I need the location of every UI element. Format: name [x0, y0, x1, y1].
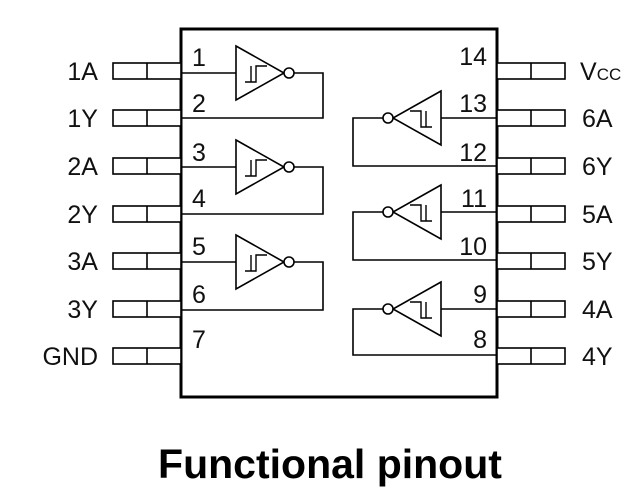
- pin-label-vcc-sub: CC: [597, 65, 622, 84]
- schmitt-trigger-inverter-icon: [382, 280, 442, 338]
- pin-stub-1: [112, 62, 182, 80]
- pin-stub-7: [112, 347, 182, 365]
- pin-number-12: 12: [459, 139, 487, 167]
- pin-number-2: 2: [192, 90, 206, 118]
- schmitt-trigger-inverter-icon: [235, 138, 295, 196]
- pin-number-6: 6: [192, 281, 206, 309]
- pin-number-11: 11: [461, 185, 487, 213]
- pin-number-13: 13: [459, 90, 487, 118]
- pin-label-2a: 2A: [67, 153, 98, 181]
- schmitt-trigger-inverter-icon: [235, 233, 295, 291]
- pin-number-14: 14: [459, 43, 487, 71]
- internal-wiring: [181, 72, 497, 356]
- pin-label-gnd: GND: [42, 343, 98, 371]
- right-pin-stubs: [496, 62, 566, 365]
- pin-number-7: 7: [192, 326, 206, 354]
- pin-number-5: 5: [192, 233, 206, 261]
- pin-label-6y: 6Y: [582, 153, 613, 181]
- pin-stub-3: [112, 157, 182, 175]
- pin-stub-11: [496, 205, 566, 223]
- pin-stub-14: [496, 62, 566, 80]
- pin-label-5y: 5Y: [582, 248, 613, 276]
- pin-number-3: 3: [192, 139, 206, 167]
- wire-gate-3-out: [181, 261, 324, 311]
- pin-label-5a: 5A: [582, 201, 613, 229]
- pin-stub-13: [496, 109, 566, 127]
- wire-gate-6-out: [352, 117, 497, 167]
- pin-stub-5: [112, 252, 182, 270]
- pin-label-2y: 2Y: [67, 201, 98, 229]
- pin-label-3a: 3A: [67, 248, 98, 276]
- pin-number-1: 1: [192, 44, 206, 72]
- pin-stub-8: [496, 347, 566, 365]
- pin-label-1a: 1A: [67, 58, 98, 86]
- pin-label-vcc-main: V: [580, 58, 597, 86]
- pin-label-6a: 6A: [582, 105, 613, 133]
- wire-gate-5-out: [352, 211, 497, 261]
- pin-label-3y: 3Y: [67, 296, 98, 324]
- pin-label-1y: 1Y: [67, 105, 98, 133]
- pin-number-8: 8: [473, 326, 487, 354]
- pin-label-vcc: VCC: [580, 58, 621, 86]
- schmitt-trigger-inverter-icon: [235, 44, 295, 102]
- schmitt-trigger-inverter-icon: [382, 89, 442, 147]
- wire-gate-2-out: [181, 166, 324, 215]
- schmitt-trigger-inverter-icon: [382, 183, 442, 241]
- left-pin-stubs: [112, 62, 182, 365]
- pin-stub-9: [496, 300, 566, 318]
- pin-label-4a: 4A: [582, 296, 613, 324]
- pin-label-4y: 4Y: [582, 343, 613, 371]
- wire-gate-1-out: [181, 72, 324, 119]
- ic-body: [179, 27, 499, 399]
- pin-stub-12: [496, 157, 566, 175]
- wire-gate-4-out: [352, 308, 497, 356]
- pin-number-9: 9: [473, 281, 487, 309]
- pin-stub-4: [112, 205, 182, 223]
- diagram-caption: Functional pinout: [158, 441, 502, 487]
- pin-stub-10: [496, 252, 566, 270]
- pin-number-10: 10: [459, 233, 487, 261]
- pin-stub-2: [112, 109, 182, 127]
- pin-stub-6: [112, 300, 182, 318]
- pin-number-4: 4: [192, 185, 206, 213]
